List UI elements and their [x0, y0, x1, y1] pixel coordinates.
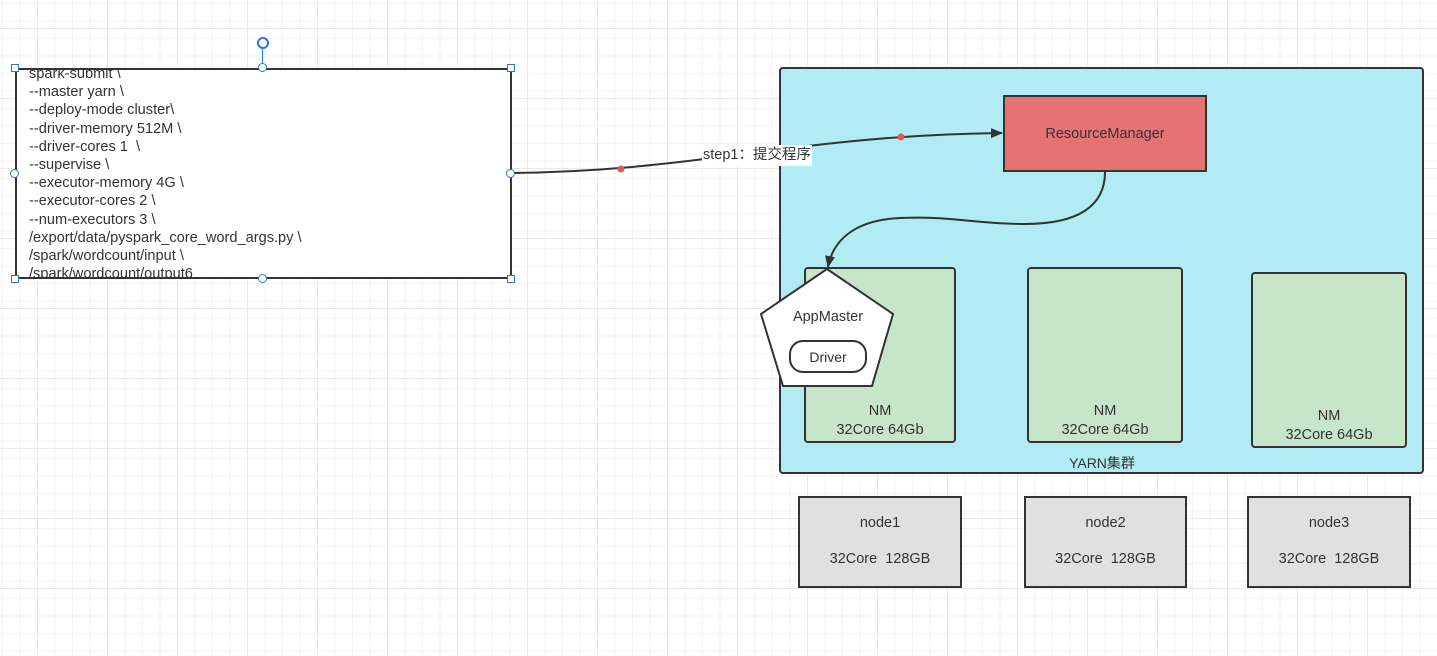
node-manager-2[interactable]: NM 32Core 64Gb — [1027, 267, 1183, 443]
edge-waypoint[interactable] — [617, 165, 625, 173]
spark-submit-command-text: spark-submit \ --master yarn \--deploy-mo… — [29, 68, 302, 279]
submit-edge-label[interactable]: step1：提交程序 — [702, 145, 812, 166]
edge-waypoint[interactable] — [897, 133, 905, 141]
physical-node-2[interactable]: node2 32Core 128GB — [1024, 496, 1187, 588]
node-manager-3[interactable]: NM 32Core 64Gb — [1251, 272, 1407, 448]
node-spec: 32Core 128GB — [1278, 551, 1380, 567]
driver-node[interactable]: Driver — [789, 340, 867, 373]
resize-handle-top[interactable] — [258, 63, 267, 72]
resize-handle-bottom-left[interactable] — [11, 275, 19, 283]
physical-node-3[interactable]: node3 32Core 128GB — [1247, 496, 1411, 588]
launch-edge[interactable] — [825, 171, 1106, 268]
node-manager-spec: 32Core 64Gb — [836, 422, 924, 438]
driver-label: Driver — [809, 348, 847, 365]
node-manager-name: NM — [868, 403, 892, 419]
node-name: node1 — [859, 515, 901, 531]
resize-handle-bottom[interactable] — [258, 274, 267, 283]
resource-manager-label: ResourceManager — [1045, 125, 1165, 142]
command-line: --driver-cores 1 \ — [29, 138, 141, 155]
command-line: --executor-cores 2 \ — [29, 193, 156, 210]
rotate-connector-line — [262, 48, 263, 68]
command-line: --deploy-mode cluster\ — [29, 102, 175, 119]
node-manager-name: NM — [1317, 408, 1341, 424]
resize-handle-bottom-right[interactable] — [507, 275, 515, 283]
yarn-cluster-label: YARN集群 — [1069, 455, 1135, 471]
resize-handle-right[interactable] — [506, 169, 515, 178]
app-master-label: AppMaster — [792, 309, 864, 325]
spark-submit-command-box[interactable]: spark-submit \ --master yarn \--deploy-mo… — [15, 68, 512, 279]
command-line: /export/data/pyspark_core_word_args.py \ — [29, 229, 302, 246]
node-manager-spec: 32Core 64Gb — [1061, 422, 1149, 438]
command-line: /spark/wordcount/input \ — [29, 248, 184, 265]
command-line: /spark/wordcount/output6 — [29, 266, 193, 279]
node-name: node3 — [1308, 515, 1350, 531]
node-name: node2 — [1085, 515, 1126, 531]
resize-handle-left[interactable] — [10, 169, 19, 178]
command-line: --executor-memory 4G \ — [29, 175, 184, 192]
command-line: --supervise \ — [29, 157, 110, 174]
node-spec: 32Core 128GB — [829, 551, 931, 567]
resource-manager-node[interactable]: ResourceManager — [1003, 95, 1207, 172]
command-line: --num-executors 3 \ — [29, 211, 156, 228]
resize-handle-top-right[interactable] — [507, 64, 515, 72]
resize-handle-top-left[interactable] — [11, 64, 19, 72]
command-line: --driver-memory 512M \ — [29, 120, 182, 137]
command-line: --master yarn \ — [29, 84, 124, 101]
node-manager-spec: 32Core 64Gb — [1285, 427, 1373, 443]
command-line: spark-submit \ — [29, 68, 121, 82]
node-spec: 32Core 128GB — [1055, 551, 1156, 567]
node-manager-name: NM — [1093, 403, 1117, 419]
rotate-handle[interactable] — [257, 37, 269, 49]
physical-node-1[interactable]: node1 32Core 128GB — [798, 496, 962, 588]
